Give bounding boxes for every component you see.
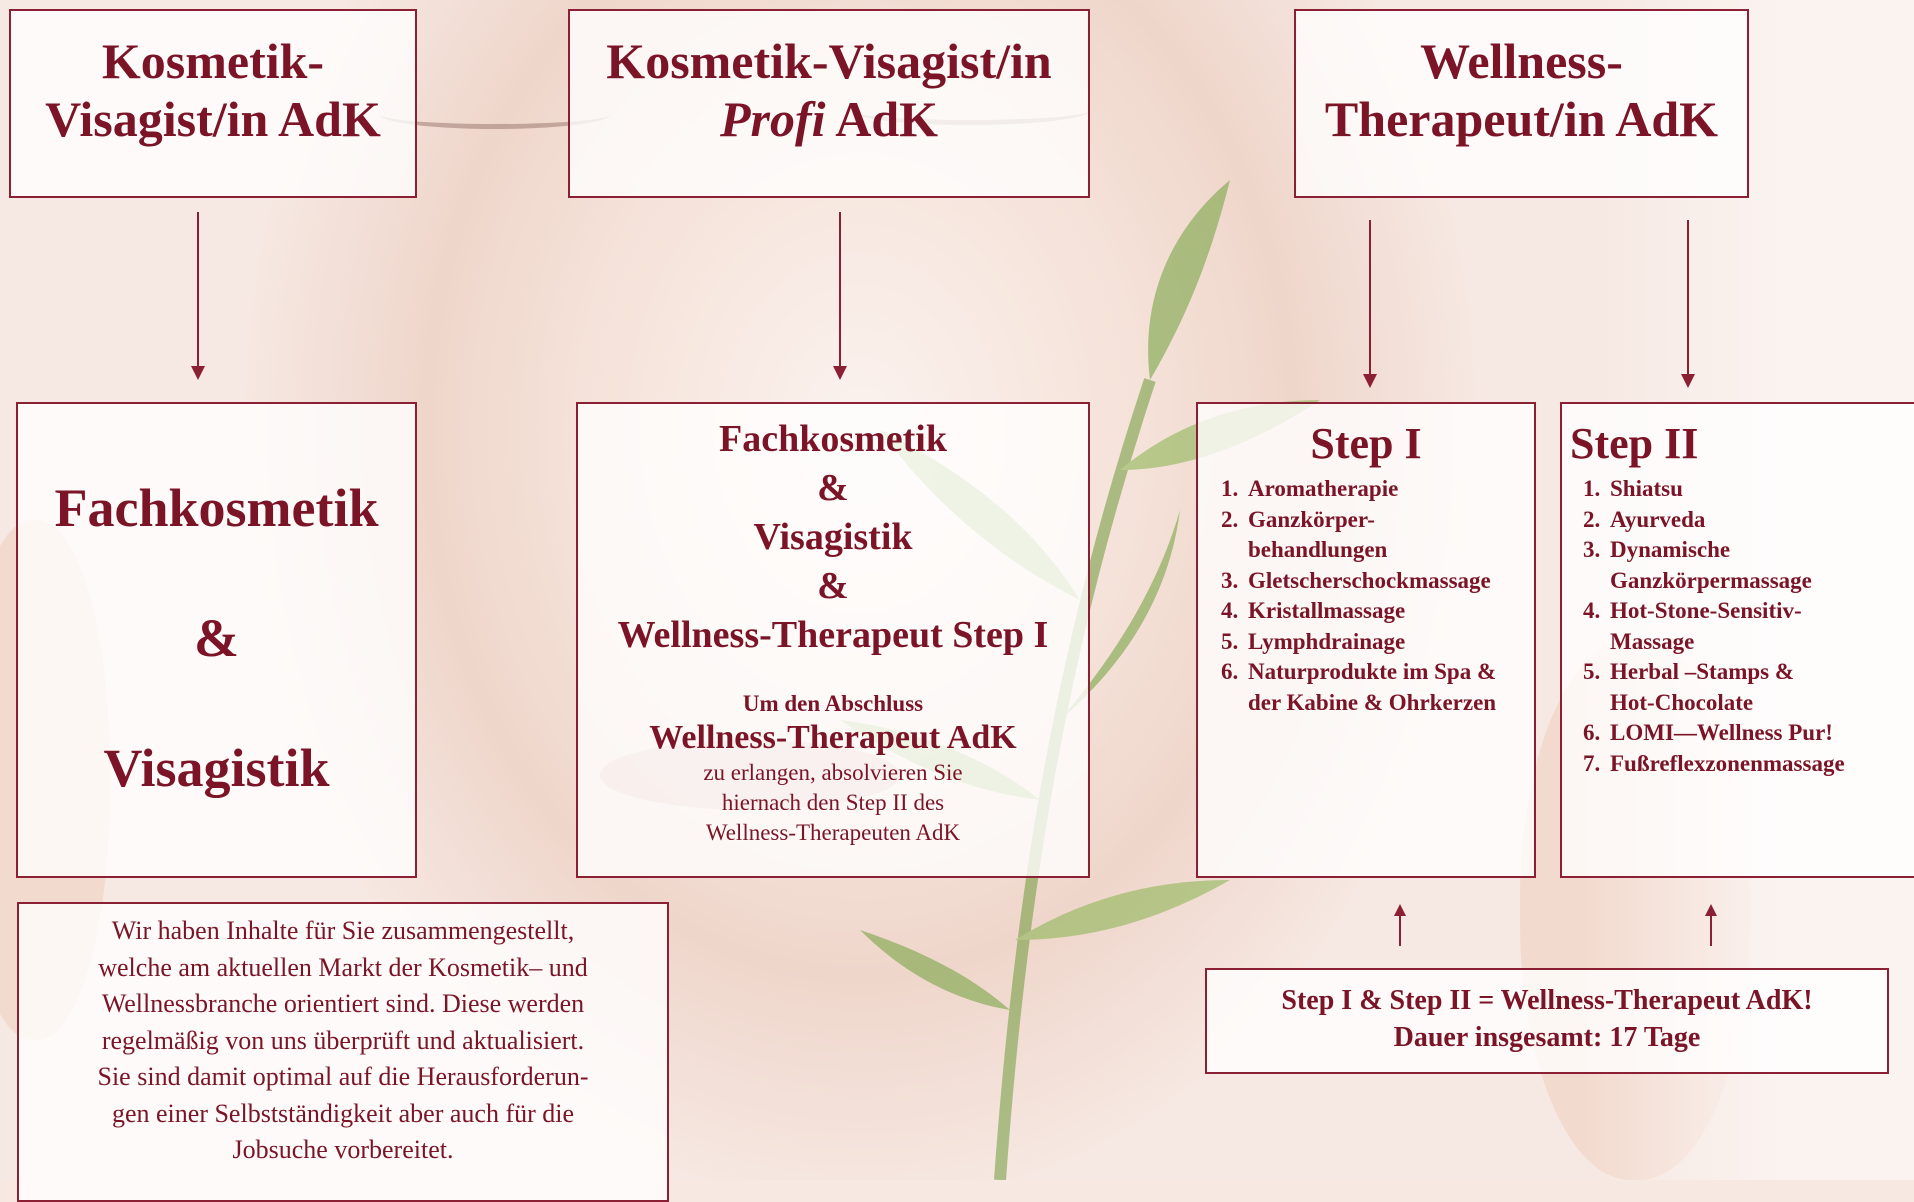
step2-item: Fußreflexzonenmassage: [1606, 749, 1914, 780]
profi-note-line: hiernach den Step II des: [721, 790, 945, 815]
arrow-down-3: [1363, 220, 1377, 388]
info-line: Wir haben Inhalte für Sie zusammengestel…: [111, 916, 575, 945]
step2-title: Step II: [1570, 419, 1699, 468]
step2-list: Shiatsu Ayurveda Dynamische Ganzkörperma…: [1562, 474, 1914, 779]
info-text-box: Wir haben Inhalte für Sie zusammengestel…: [17, 902, 669, 1202]
content-box-profi: Fachkosmetik & Visagistik & Wellness-The…: [576, 402, 1090, 878]
profi-line-amp1: &: [817, 467, 849, 509]
profi-note-intro: Um den Abschluss: [742, 691, 924, 716]
content-box-fachkosmetik-visagistik: Fachkosmetik & Visagistik: [16, 402, 417, 878]
profi-line-wellness-step1: Wellness-Therapeut Step I: [617, 614, 1049, 656]
step2-item: Hot-Stone-Sensitiv-Massage: [1606, 596, 1914, 657]
course-title-line2: Therapeut/in AdK: [1324, 91, 1719, 147]
info-line: Jobsuche vorbereitet.: [232, 1135, 454, 1164]
step1-item: Lymphdrainage: [1244, 627, 1534, 658]
arrow-down-1: [191, 212, 205, 380]
info-line: Wellnessbranche orientiert sind. Diese w…: [101, 989, 585, 1018]
course-box-kosmetik-visagist: Kosmetik- Visagist/in AdK: [9, 9, 417, 198]
step1-item: Naturprodukte im Spa & der Kabine & Ohrk…: [1244, 657, 1534, 718]
step2-item: Ayurveda: [1606, 505, 1914, 536]
step2-item: Herbal –Stamps & Hot-Chocolate: [1606, 657, 1914, 718]
arrow-down-2: [833, 212, 847, 380]
course-title-line2: Profi AdK: [570, 90, 1088, 148]
profi-line-visagistik: Visagistik: [753, 516, 913, 558]
step1-item: Aromatherapie: [1244, 474, 1534, 505]
arrow-up-1: [1394, 904, 1406, 946]
step1-box: Step I Aromatherapie Ganzkörper-behandlu…: [1196, 402, 1536, 878]
summary-line2: Dauer insgesamt: 17 Tage: [1393, 1022, 1701, 1053]
content-line-visagistik: Visagistik: [103, 738, 330, 798]
profi-note-title: Wellness-Therapeut AdK: [649, 719, 1017, 756]
step1-item: Kristallmassage: [1244, 596, 1534, 627]
content-line-fachkosmetik: Fachkosmetik: [54, 478, 379, 538]
arrow-up-2: [1705, 904, 1717, 946]
step1-list: Aromatherapie Ganzkörper-behandlungen Gl…: [1198, 474, 1534, 718]
course-title-line2-rest: AdK: [825, 91, 939, 147]
left-eye: [380, 100, 610, 129]
profi-line-amp2: &: [817, 565, 849, 607]
course-title-line2: Visagist/in AdK: [45, 91, 381, 147]
course-title-line1: Kosmetik-Visagist/in: [606, 33, 1052, 89]
profi-line-fachkosmetik: Fachkosmetik: [719, 418, 947, 460]
arrow-down-4: [1681, 220, 1695, 388]
content-line-ampersand: &: [194, 608, 239, 668]
step2-item: Dynamische Ganzkörpermassage: [1606, 535, 1914, 596]
info-line: Sie sind damit optimal auf die Herausfor…: [97, 1062, 589, 1091]
info-line: regelmäßig von uns überprüft und aktuali…: [101, 1025, 585, 1055]
info-line: welche am aktuellen Markt der Kosmetik– …: [98, 952, 588, 982]
summary-box: Step I & Step II = Wellness-Therapeut Ad…: [1205, 968, 1889, 1074]
step1-title: Step I: [1310, 419, 1422, 468]
course-title-line1: Wellness-: [1420, 33, 1623, 89]
summary-line1: Step I & Step II = Wellness-Therapeut Ad…: [1281, 985, 1813, 1016]
course-box-wellness-therapeut: Wellness- Therapeut/in AdK: [1294, 9, 1749, 198]
step2-item: Shiatsu: [1606, 474, 1914, 505]
step1-item: Ganzkörper-behandlungen: [1244, 505, 1534, 566]
step2-box: Step II Shiatsu Ayurveda Dynamische Ganz…: [1560, 402, 1914, 878]
step1-item: Gletscherschockmassage: [1244, 566, 1534, 597]
profi-emphasis: Profi: [719, 91, 826, 147]
course-title-line1: Kosmetik-: [101, 33, 325, 89]
step2-item: LOMI—Wellness Pur!: [1606, 718, 1914, 749]
profi-note-line: Wellness-Therapeuten AdK: [705, 820, 961, 845]
info-line: gen einer Selbstständigkeit aber auch fü…: [111, 1098, 575, 1128]
profi-note-line: zu erlangen, absolvieren Sie: [703, 760, 963, 785]
course-box-kosmetik-visagist-profi: Kosmetik-Visagist/in Profi AdK: [568, 9, 1090, 198]
